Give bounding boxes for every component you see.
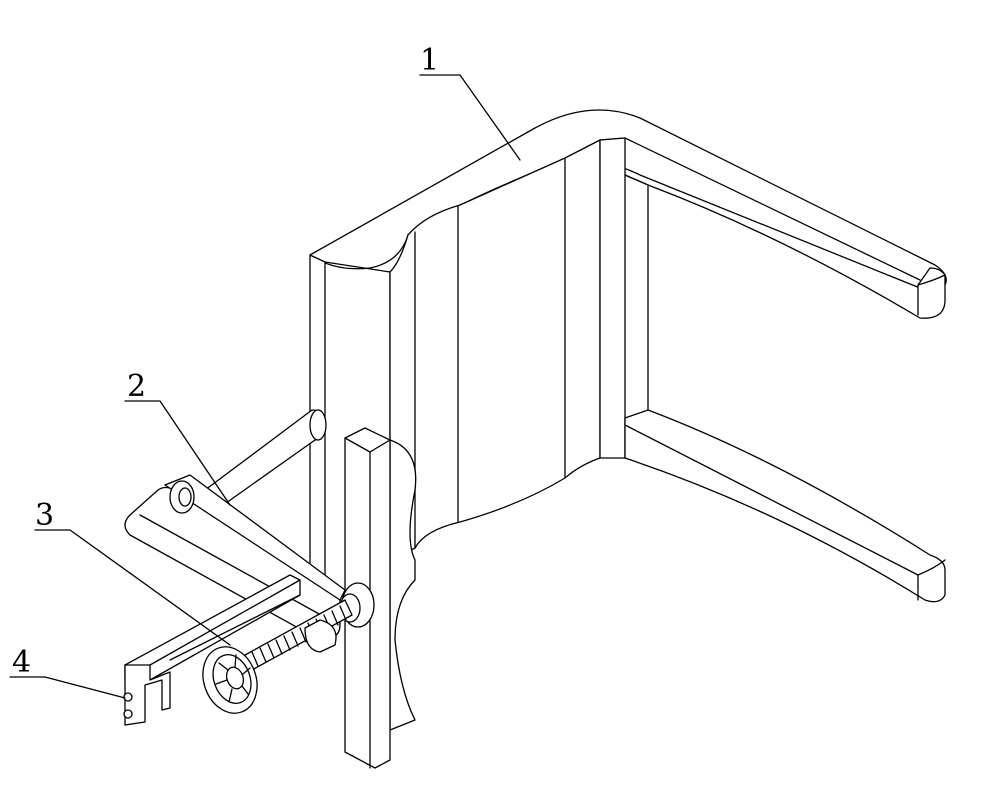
support-bar-edge [149,579,301,666]
callout-label-1: 1 [420,43,439,78]
support-line [169,594,301,661]
callouts: 1 2 3 4 [9,43,521,699]
handwheel-inner [212,654,252,704]
slide-bar-edge [139,514,331,621]
rod-collar-inner [178,487,192,507]
leader-2 [124,400,231,506]
right-post [599,137,626,459]
handwheel-hub [225,666,245,690]
guide-rod-end [309,409,327,441]
lower-arm-end [917,559,946,601]
hook-bracket [124,664,171,726]
leader-4 [9,676,126,699]
callout-label-3: 3 [35,498,54,533]
upper-arm-end [917,274,946,286]
callout-label-4: 4 [12,645,31,680]
screw-nut [304,619,337,653]
backrest-frame [309,109,947,603]
callout-label-2: 2 [127,369,146,404]
upper-arm [624,174,946,319]
hook-bolt-1 [123,692,133,702]
backrest-panel [389,139,601,561]
clamp-bar-cutout-back [389,439,417,731]
leader-1 [419,74,521,161]
left-post-edge [324,261,391,273]
lower-arm-edge [624,424,919,576]
screw-assembly [202,582,375,714]
handwheel-spokes [215,654,251,703]
leader-3 [34,529,231,646]
lower-arm [624,409,946,603]
slide-bar-top [164,474,346,601]
clamp-bar-top-2 [369,439,391,453]
clamp-bar-top [344,437,371,453]
lower-support [123,574,301,726]
hook-bolt-2 [123,709,133,719]
